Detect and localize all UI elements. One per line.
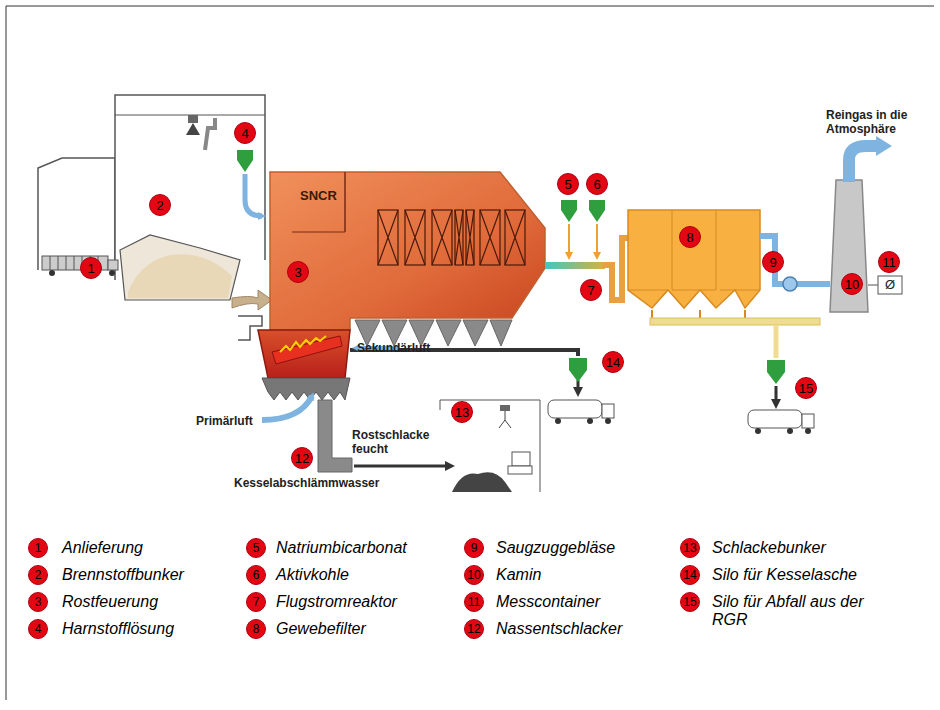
legend-text: Flugstromreaktor (276, 593, 397, 611)
callout-text: 14 (606, 356, 620, 369)
callout-text: 15 (683, 596, 696, 608)
flow-label: Reingas in die Atmosphäre (826, 108, 930, 137)
callout-number: 13 (451, 401, 473, 423)
callout-number: 3 (287, 261, 309, 283)
callout-number: 7 (580, 279, 602, 301)
callout-number: 14 (680, 565, 700, 585)
callout-number: 15 (795, 377, 817, 399)
callout-text: 6 (593, 178, 600, 191)
callout-number: 1 (28, 538, 48, 558)
callout-number: 11 (464, 592, 484, 612)
symbol-text: Ø (878, 276, 902, 294)
callout-number: 10 (464, 565, 484, 585)
legend-text: Kamin (496, 566, 541, 584)
legend-text: Harnstofflösung (62, 620, 174, 638)
callout-number: 4 (234, 122, 256, 144)
callout-text: 9 (769, 256, 776, 269)
callout-text: 12 (467, 623, 480, 635)
callout-number: 6 (246, 565, 266, 585)
callout-number: 4 (28, 619, 48, 639)
callout-text: 13 (683, 542, 696, 554)
flow-label: Primärluft (196, 414, 253, 428)
callout-text: 10 (845, 278, 859, 291)
callout-text: 7 (587, 284, 594, 297)
legend-text: Silo für Kesselasche (712, 566, 857, 584)
callout-number: 11 (878, 251, 900, 273)
callout-text: 9 (471, 542, 478, 554)
callout-number: 9 (464, 538, 484, 558)
callout-text: 8 (686, 231, 693, 244)
legend-text: Brennstoffbunker (62, 566, 184, 584)
callout-text: 10 (467, 569, 480, 581)
legend-text: Silo für Abfall aus der RGR (712, 593, 882, 630)
flow-label: Rostschlacke feucht (352, 428, 444, 457)
callout-text: 1 (87, 262, 94, 275)
callout-text: 2 (35, 569, 42, 581)
callout-text: 11 (882, 256, 896, 269)
legend-text: Messcontainer (496, 593, 600, 611)
callout-number: 2 (149, 194, 171, 216)
callout-number: 14 (602, 351, 624, 373)
callout-text: 6 (253, 569, 260, 581)
callout-text: 5 (564, 178, 571, 191)
callout-text: 11 (468, 596, 480, 608)
callout-number: 5 (557, 173, 579, 195)
callout-text: 15 (799, 382, 813, 395)
callout-number: 6 (586, 173, 608, 195)
legend-text: Schlackebunker (712, 539, 826, 557)
callout-text: 1 (35, 542, 42, 554)
callout-text: 13 (455, 406, 469, 419)
callout-text: 12 (295, 452, 309, 465)
callout-number: 3 (28, 592, 48, 612)
flow-label: SNCR (300, 188, 337, 204)
flow-label: Sekundärluft (357, 341, 430, 355)
legend-text: Aktivkohle (276, 566, 349, 584)
callout-number: 9 (762, 251, 784, 273)
callout-number: 8 (679, 226, 701, 248)
callout-number: 12 (291, 447, 313, 469)
callout-text: 3 (35, 596, 42, 608)
callout-text: 5 (253, 542, 260, 554)
legend-text: Rostfeuerung (62, 593, 158, 611)
legend-text: Anlieferung (62, 539, 143, 557)
callout-number: 2 (28, 565, 48, 585)
callout-text: 8 (253, 623, 260, 635)
callout-text: 14 (683, 569, 696, 581)
callout-text: 3 (294, 266, 301, 279)
legend-text: Saugzuggebläse (496, 539, 615, 557)
callout-number: 7 (246, 592, 266, 612)
callout-number: 5 (246, 538, 266, 558)
legend-text: Natriumbicarbonat (276, 539, 407, 557)
flow-label: Kesselabschlämmwasser (234, 476, 379, 490)
callout-number: 8 (246, 619, 266, 639)
callout-text: 7 (253, 596, 260, 608)
callout-number: 10 (841, 273, 863, 295)
callout-text: 4 (35, 623, 42, 635)
callout-number: 13 (680, 538, 700, 558)
callout-text: 2 (156, 199, 163, 212)
callout-number: 15 (680, 592, 700, 612)
callout-number: 1 (80, 257, 102, 279)
legend-text: Nassentschlacker (496, 620, 622, 638)
callout-number: 12 (464, 619, 484, 639)
legend-text: Gewebefilter (276, 620, 366, 638)
callout-text: 4 (241, 127, 248, 140)
